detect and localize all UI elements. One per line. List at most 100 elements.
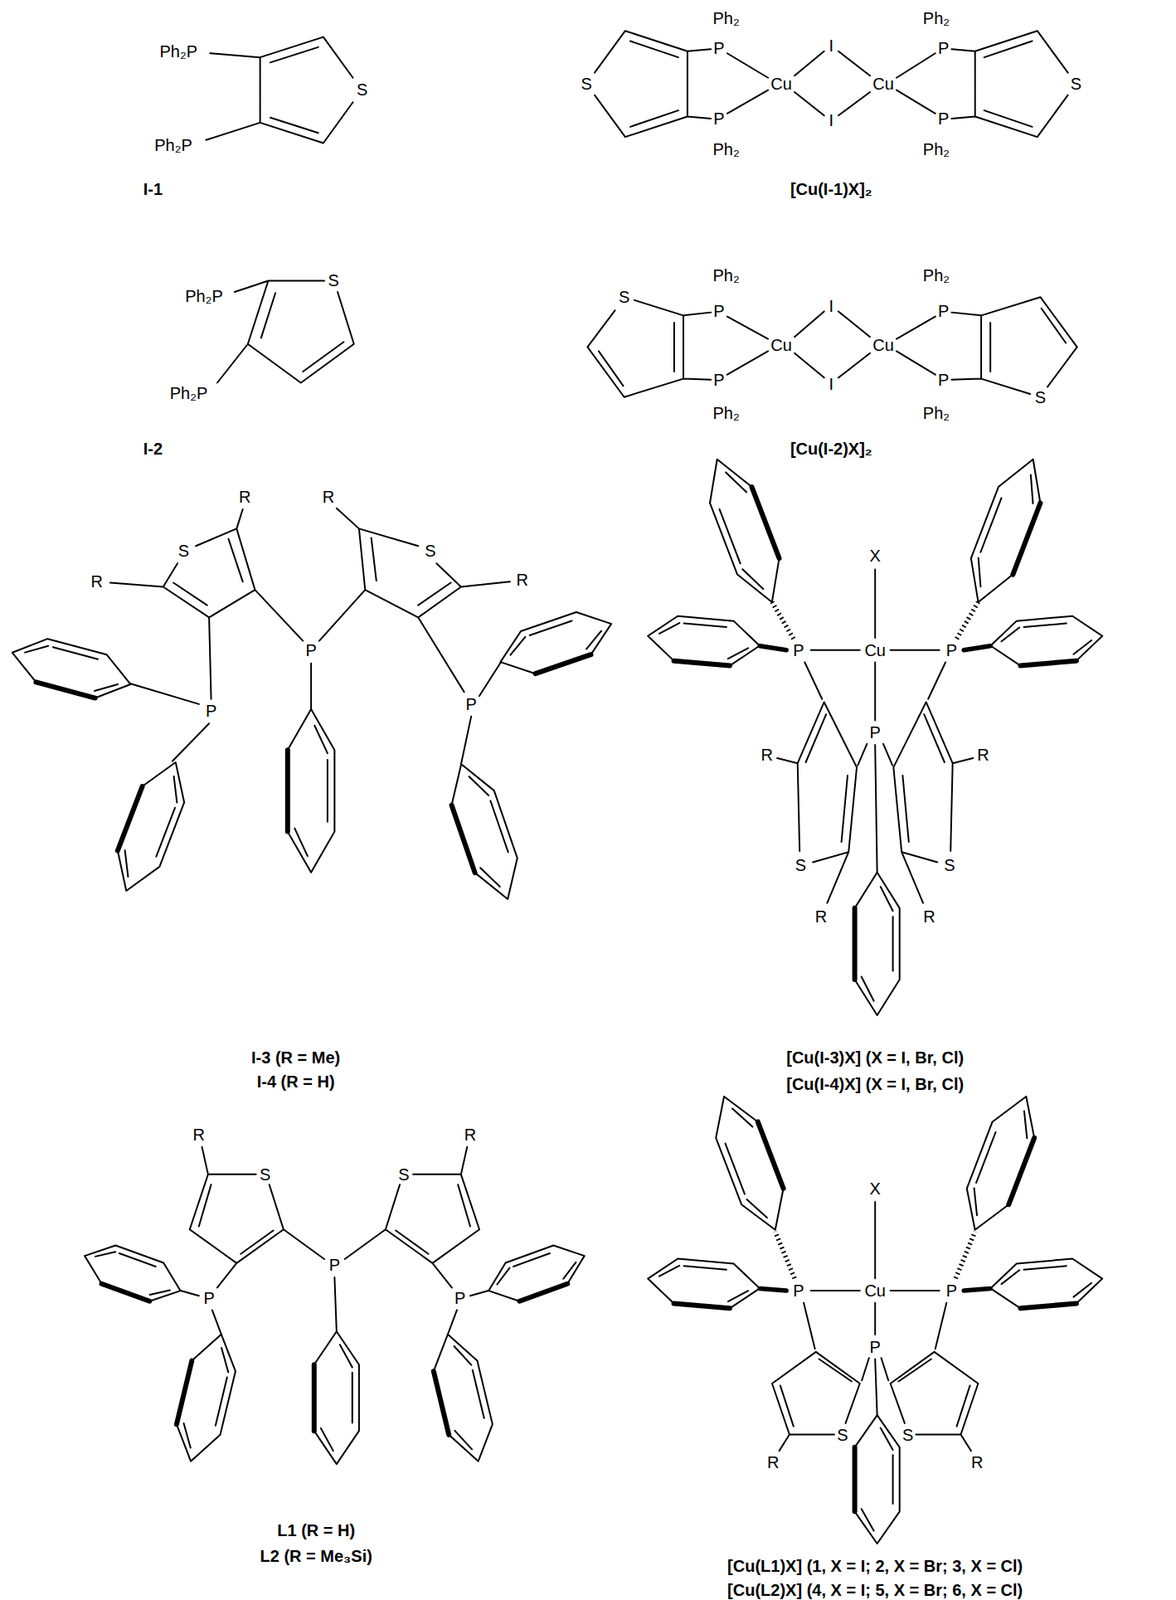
compound-caption: [Cu(I-1)X]₂ [789,180,874,198]
phenyl-ring [77,1236,188,1310]
complex-i3 [646,451,1105,1016]
atom-label: R [766,1453,780,1471]
phenyl-ring [855,872,900,1016]
phenyl-ring [6,631,137,706]
atom-label: I [828,37,836,54]
compound-caption: [Cu(L2)X] (4, X = I; 5, X = Br; 6, X = C… [726,1581,1024,1599]
atom-label: S [397,1166,410,1183]
atom-label: Ph₂ [922,404,951,422]
phenyl-ring [988,613,1104,669]
bond-lines [775,1231,976,1279]
atom-label: Ph₂P [153,136,194,154]
atom-label: Cu [769,75,793,93]
ligand-l1 [77,1146,592,1467]
atom-label: P [792,641,805,659]
atom-label: Ph₂P [184,287,224,305]
atom-label: Ph₂ [712,404,741,422]
atom-label: P [945,641,958,659]
phenyl-ring [314,1331,360,1464]
phenyl-ring [481,1236,592,1310]
atom-label: X [869,547,882,564]
atom-label: S [326,272,340,289]
bond-lines [180,1146,489,1335]
atom-label: P [945,1282,958,1299]
atom-label: S [579,75,593,93]
atom-label: Ph₂P [158,43,199,60]
atom-label: Ph₂ [922,140,951,158]
atom-label: R [238,488,252,506]
atom-label: Cu [871,336,895,354]
atom-label: P [712,371,725,389]
phenyl-ring [646,1256,762,1312]
atom-label: R [976,746,990,763]
compound-caption: [Cu(L1)X] (1, X = I; 2, X = Br; 3, X = C… [726,1557,1024,1575]
phenyl-ring [703,1088,797,1238]
ligand-i2 [217,281,355,384]
atom-label: R [814,908,828,925]
phenyl-ring [287,709,336,873]
bond-lines [772,602,978,639]
compound-caption: I-4 (R = H) [256,1073,336,1090]
atom-label: S [794,856,807,874]
atom-label: P [869,724,882,741]
atom-label: S [177,542,190,559]
phenyl-ring [105,753,197,899]
phenyl-ring [493,602,619,684]
atom-label: S [355,81,369,98]
bond-lines [217,281,355,384]
atom-label: Ph₂ [922,9,951,27]
phenyl-ring [855,1414,900,1544]
phenyl-ring [646,613,762,669]
atom-label: P [712,110,725,127]
phenyl-ring [440,756,530,906]
atom-label: X [869,1180,882,1197]
atom-label: P [465,695,478,713]
atom-label: S [617,288,631,306]
atom-label: P [453,1289,467,1307]
atom-label: S [1069,75,1083,93]
atom-label: Ph₂P [169,384,209,402]
atom-label: P [204,702,218,720]
atom-label: Cu [863,641,887,659]
atom-label: S [423,542,437,559]
dimer-i2 [587,296,1077,398]
atom-label: P [202,1289,215,1307]
phenyl-ring [169,1328,243,1467]
atom-label: S [942,856,956,874]
atom-label: P [937,302,950,320]
phenyl-ring [957,451,1055,611]
dimer-i1 [594,30,1069,137]
atom-label: P [869,1338,882,1356]
compound-caption: [Cu(I-2)X]₂ [789,440,874,457]
atom-label: R [90,573,104,590]
atom-label: S [901,1426,914,1444]
compound-caption: [Cu(I-3)X] (X = I, Br, Cl) [785,1049,965,1066]
atom-label: Ph₂ [712,267,741,284]
phenyl-ring [695,451,793,611]
atom-label: R [922,908,936,925]
ligand-i1 [205,37,353,144]
atom-label: P [792,1282,805,1299]
phenyl-ring [988,1256,1104,1312]
atom-label: S [258,1166,272,1183]
atom-label: Cu [769,336,793,354]
atom-label: P [712,302,725,320]
compound-caption: [Cu(I-4)X] (X = I, Br, Cl) [785,1075,965,1093]
atom-label: P [304,641,317,659]
atom-label: Ph₂ [712,9,741,27]
atom-label: Cu [871,75,895,93]
ligand-i3 [6,508,619,907]
atom-label: I [828,111,836,129]
atom-label: Ph₂ [712,140,741,158]
atom-label: S [835,1426,849,1444]
bond-lines [110,508,511,765]
atom-label: R [760,746,774,763]
atom-label: I [828,375,836,393]
atom-label: P [328,1256,341,1274]
atom-label: R [515,571,529,588]
atom-label: R [970,1453,984,1471]
atom-label: R [192,1126,206,1143]
bond-lines [205,37,353,144]
